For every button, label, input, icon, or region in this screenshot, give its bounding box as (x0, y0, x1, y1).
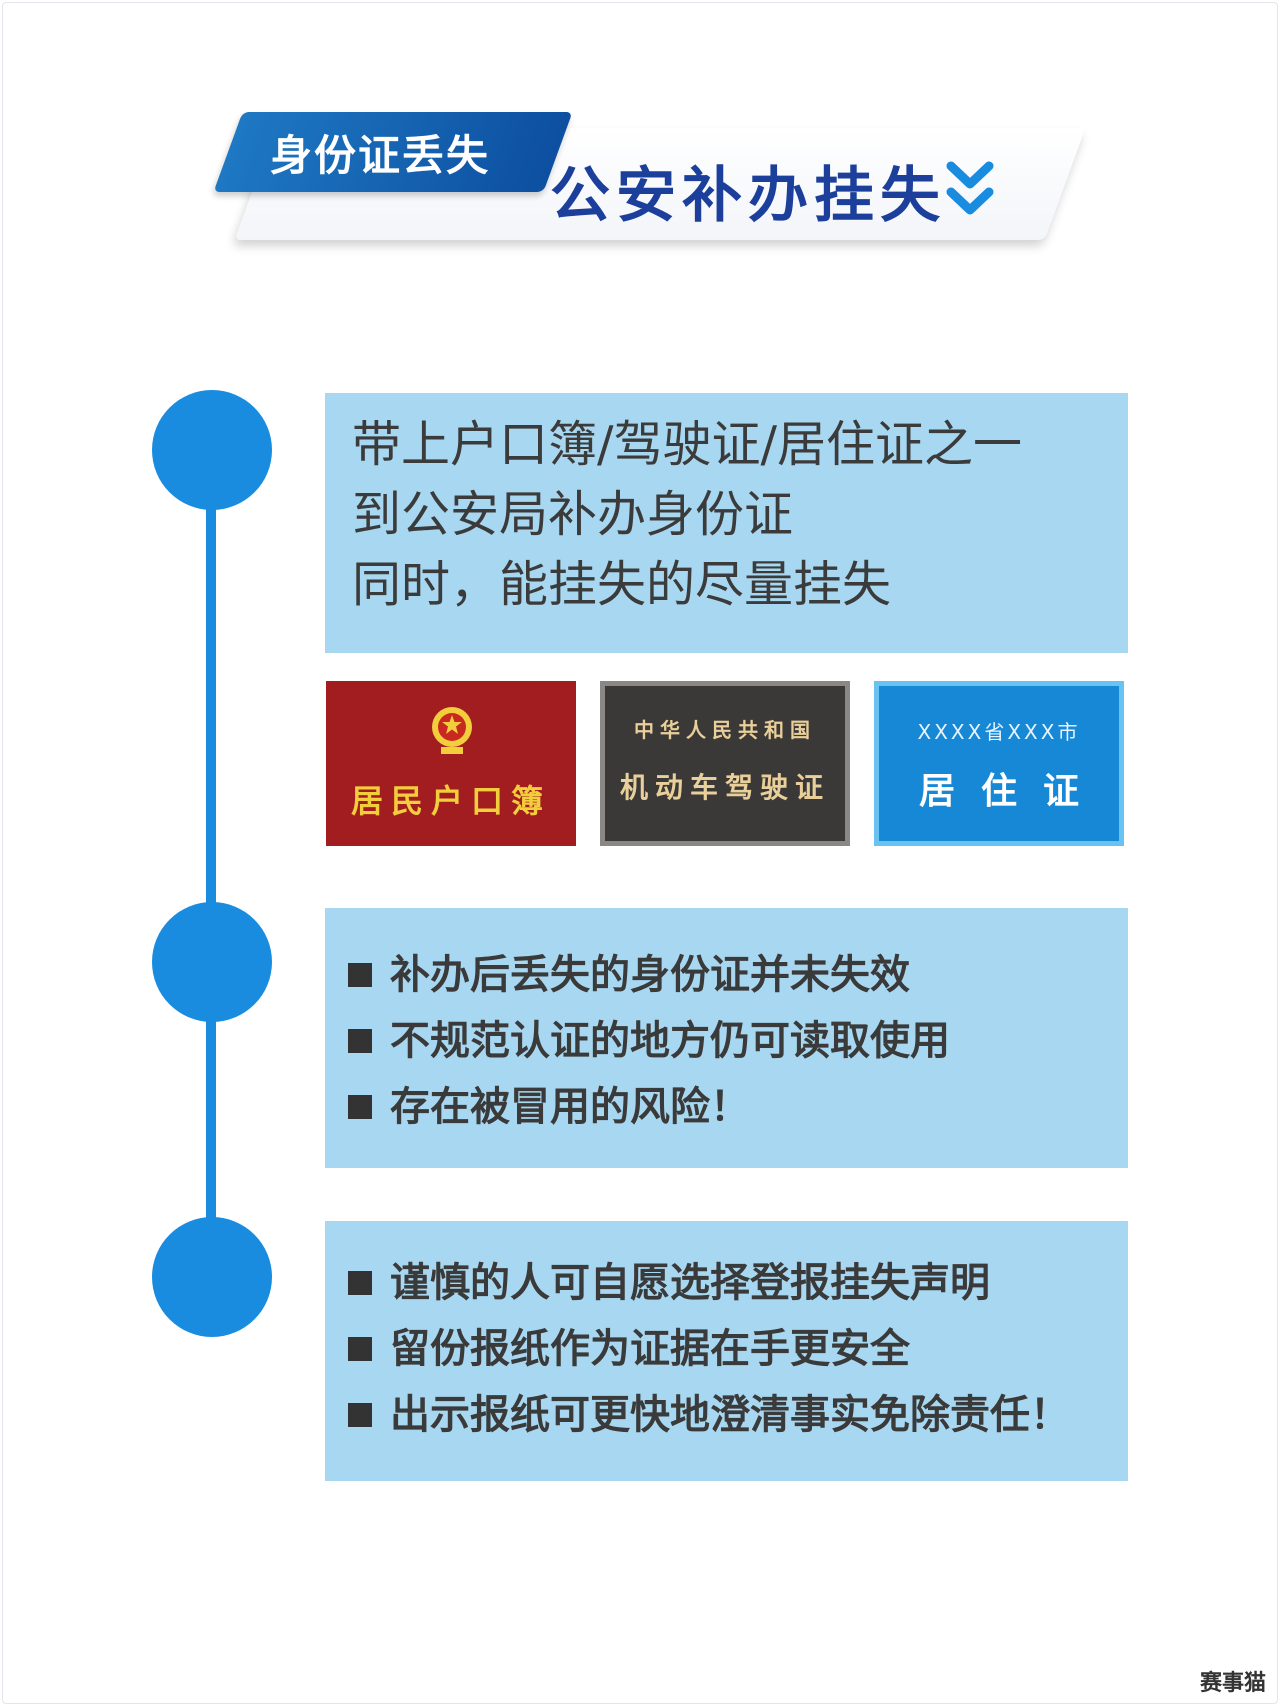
list-item-text: 出示报纸可更快地澄清事实免除责任！ (390, 1392, 1070, 1438)
step1-line: 到公安局补办身份证 (352, 486, 794, 543)
list-item-text: 谨慎的人可自愿选择登报挂失声明 (390, 1260, 990, 1306)
hukou-card-title: 居民户口簿 (350, 782, 551, 820)
timeline-node-2 (152, 902, 272, 1022)
square-bullet-icon (348, 1271, 372, 1295)
square-bullet-icon (348, 1403, 372, 1427)
license-card-header: 中华人民共和国 (634, 718, 816, 742)
list-item-text: 不规范认证的地方仍可读取使用 (390, 1018, 950, 1064)
hukou-card: 居民户口簿 (326, 681, 576, 846)
square-bullet-icon (348, 963, 372, 987)
step1-line: 带上户口簿/驾驶证/居住证之一 (352, 416, 1023, 473)
list-item: 不规范认证的地方仍可读取使用 (348, 1008, 1128, 1074)
list-item-text: 补办后丢失的身份证并未失效 (390, 952, 910, 998)
double-chevron-down-icon (946, 161, 994, 215)
residence-card-title: 居住证 (918, 771, 1105, 812)
step3-list: 谨慎的人可自愿选择登报挂失声明 留份报纸作为证据在手更安全 出示报纸可更快地澄清… (348, 1250, 1128, 1448)
residence-card-header: XXXX省XXX市 (917, 720, 1081, 744)
header-tag-label: 身份证丢失 (270, 130, 491, 180)
national-emblem-icon (432, 707, 472, 754)
watermark: 赛事猫 (1199, 1671, 1266, 1696)
step3-box (325, 1221, 1128, 1481)
step1-line: 同时，能挂失的尽量挂失 (352, 556, 892, 613)
residence-card: XXXX省XXX市 居住证 (874, 681, 1124, 846)
list-item: 补办后丢失的身份证并未失效 (348, 942, 1128, 1008)
list-item-text: 留份报纸作为证据在手更安全 (390, 1326, 910, 1372)
square-bullet-icon (348, 1095, 372, 1119)
license-card: 中华人民共和国 机动车驾驶证 (600, 681, 850, 846)
license-card-title: 机动车驾驶证 (619, 771, 830, 804)
timeline-line (206, 450, 216, 1260)
list-item: 出示报纸可更快地澄清事实免除责任！ (348, 1382, 1128, 1448)
square-bullet-icon (348, 1337, 372, 1361)
list-item-text: 存在被冒用的风险！ (390, 1084, 750, 1130)
list-item: 存在被冒用的风险！ (348, 1074, 1128, 1140)
page-title: 公安补办挂失 (550, 160, 946, 231)
list-item: 留份报纸作为证据在手更安全 (348, 1316, 1128, 1382)
list-item: 谨慎的人可自愿选择登报挂失声明 (348, 1250, 1128, 1316)
step1-box (325, 393, 1128, 653)
timeline-node-1 (152, 390, 272, 510)
step2-box (325, 908, 1128, 1168)
square-bullet-icon (348, 1029, 372, 1053)
step2-list: 补办后丢失的身份证并未失效 不规范认证的地方仍可读取使用 存在被冒用的风险！ (348, 942, 1128, 1140)
timeline-node-3 (152, 1217, 272, 1337)
step1-text: 带上户口簿/驾驶证/居住证之一 到公安局补办身份证 同时，能挂失的尽量挂失 (352, 410, 1112, 620)
